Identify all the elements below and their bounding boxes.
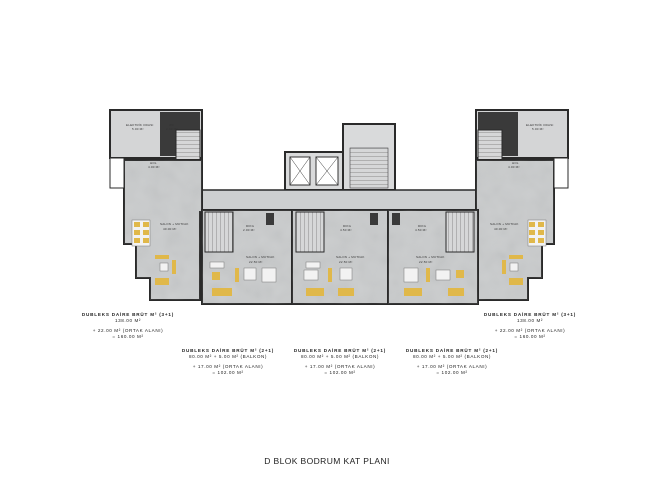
room-left-salon-area: 40.00 M²: [163, 227, 176, 231]
unit-left-total: = 160.00 M²: [112, 334, 144, 339]
room-labels: ELEKTRİK ODASI 5.00 M² WC 2.40 M² HOL 4.…: [126, 122, 553, 264]
unit-left-area: 138.00 M²: [114, 318, 142, 323]
unit-mid3-type: DUBLEKS DAİRE BRÜT M² (2+1): [405, 348, 499, 353]
room-m1-hol-area: 2.00 M²: [243, 228, 255, 232]
unit-label-mid2: DUBLEKS DAİRE BRÜT M² (2+1) 80.00 M² + 5…: [284, 348, 396, 376]
left-unit: [109, 109, 203, 301]
unit-right-area: 138.00 M²: [516, 318, 544, 323]
right-unit: [475, 109, 569, 301]
room-left-salon: SALON + MUTFAK: [160, 222, 189, 226]
unit-mid1-area: 80.00 M² + 5.00 M² (BALKON): [188, 354, 268, 359]
unit-mid1-total: = 102.00 M²: [212, 370, 244, 375]
room-m3-salon-area: 22.50 M²: [419, 260, 432, 264]
room-right-hol: HOL: [512, 161, 519, 165]
unit-mid2-area: 80.00 M² + 5.00 M² (BALKON): [300, 354, 380, 359]
unit-mid3-area: 80.00 M² + 5.00 M² (BALKON): [412, 354, 492, 359]
room-m3-hol: DIKG: [418, 224, 427, 228]
unit-mid2-common: + 17.00 M² (ORTAK ALANI): [304, 364, 376, 369]
room-right-hol-area: 4.00 M²: [508, 165, 520, 169]
room-m1-salon-area: 22.50 M²: [249, 260, 262, 264]
unit-mid1-type: DUBLEKS DAİRE BRÜT M² (2+1): [181, 348, 275, 353]
room-m2-salon-area: 22.50 M²: [339, 260, 352, 264]
room-m2-salon: SALON + MUTFAK: [336, 255, 365, 259]
unit-left-type: DUBLEKS DAİRE BRÜT M² (3+1): [81, 312, 175, 317]
unit-label-mid3: DUBLEKS DAİRE BRÜT M² (2+1) 80.00 M² + 5…: [396, 348, 508, 376]
unit-right-common: + 22.00 M² (ORTAK ALANI): [494, 328, 566, 333]
room-right-shaft: ELEKTRİK ODASI: [526, 122, 553, 127]
unit-right-type: DUBLEKS DAİRE BRÜT M² (3+1): [483, 312, 577, 317]
plan-title: D BLOK BODRUM KAT PLANI: [264, 456, 390, 466]
room-left-shaft-area: 5.00 M²: [132, 127, 144, 131]
unit-label-left: DUBLEKS DAİRE BRÜT M² (3+1) 138.00 M² + …: [68, 312, 188, 340]
unit-label-mid1: DUBLEKS DAİRE BRÜT M² (2+1) 80.00 M² + 5…: [172, 348, 284, 376]
unit-mid3-total: = 102.00 M²: [436, 370, 468, 375]
room-right-salon-area: 40.00 M²: [494, 227, 507, 231]
room-m3-salon: SALON + MUTFAK: [416, 255, 445, 259]
room-left-wc-area: 2.40 M²: [166, 127, 178, 131]
room-left-shaft: ELEKTRİK ODASI: [126, 122, 153, 127]
unit-mid2-total: = 102.00 M²: [324, 370, 356, 375]
middle-unit-3: [387, 209, 479, 305]
room-m1-salon: SALON + MUTFAK: [246, 255, 275, 259]
core-block: [284, 123, 396, 191]
room-left-hol: HOL: [150, 161, 157, 165]
room-right-salon: SALON + MUTFAK: [490, 222, 519, 226]
middle-unit-2: [291, 209, 389, 305]
unit-left-common: + 22.00 M² (ORTAK ALANI): [92, 328, 164, 333]
unit-label-right: DUBLEKS DAİRE BRÜT M² (3+1) 138.00 M² + …: [470, 312, 590, 340]
room-m2-hol-area: 4.50 M²: [340, 228, 352, 232]
room-m3-hol-area: 4.50 M²: [415, 228, 427, 232]
unit-mid2-type: DUBLEKS DAİRE BRÜT M² (2+1): [293, 348, 387, 353]
unit-mid3-common: + 17.00 M² (ORTAK ALANI): [416, 364, 488, 369]
room-right-shaft-area: 5.00 M²: [532, 127, 544, 131]
room-m2-hol: DIKG: [343, 224, 352, 228]
unit-right-total: = 160.00 M²: [514, 334, 546, 339]
room-left-wc: WC: [169, 123, 175, 127]
room-left-hol-area: 4.00 M²: [148, 165, 160, 169]
unit-mid1-common: + 17.00 M² (ORTAK ALANI): [192, 364, 264, 369]
room-m1-hol: DIKG: [246, 224, 255, 228]
